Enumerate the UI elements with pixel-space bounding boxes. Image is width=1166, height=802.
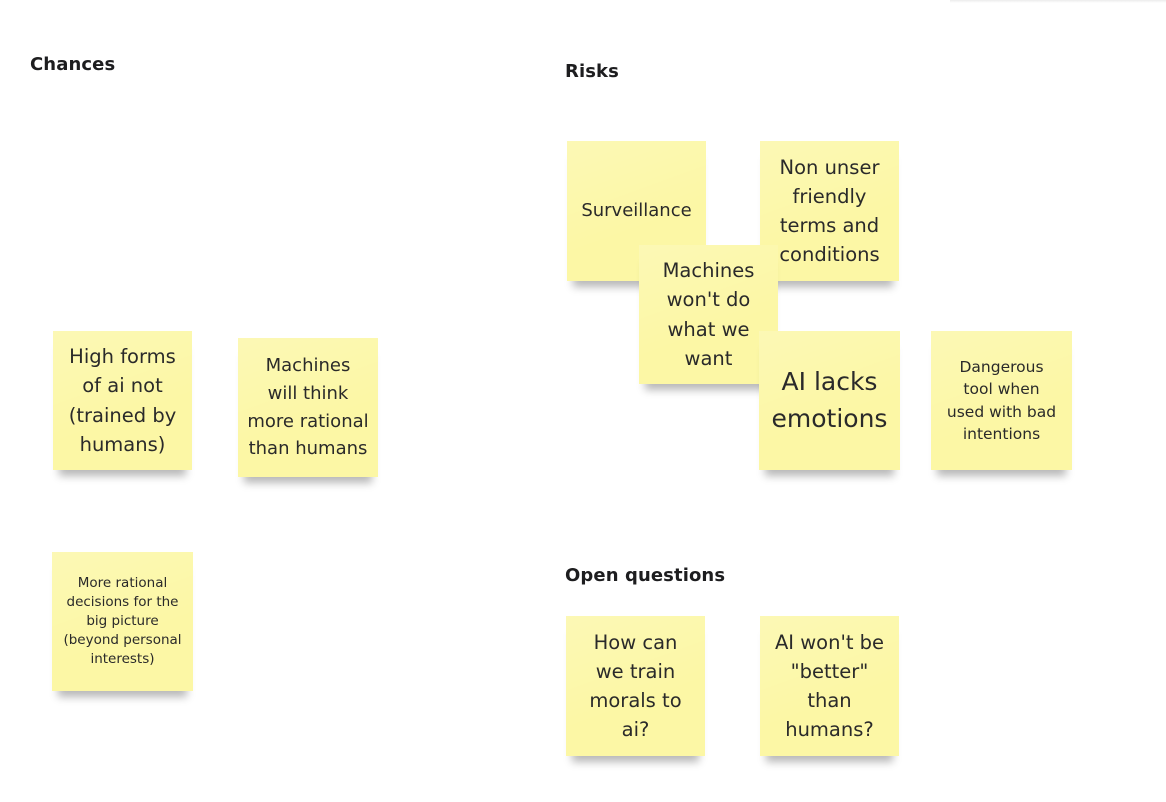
sticky-note-ai-lacks-emotions[interactable]: AI lacks emotions	[759, 331, 900, 470]
sticky-note-text: Dangerous tool when used with bad intent…	[946, 357, 1057, 443]
sticky-note-dangerous-tool[interactable]: Dangerous tool when used with bad intent…	[931, 331, 1072, 470]
canvas-top-edge	[950, 0, 1166, 3]
sticky-note-train-morals[interactable]: How can we train morals to ai?	[566, 616, 705, 756]
section-title-open-questions: Open questions	[565, 565, 726, 586]
sticky-note-text: Surveillance	[581, 200, 692, 222]
sticky-note-text: AI lacks emotions	[771, 367, 888, 433]
sticky-note-text: Machines will think more rational than h…	[247, 354, 369, 460]
sticky-note-ai-better-than-humans[interactable]: AI won't be "better" than humans?	[760, 616, 899, 756]
sticky-note-rational-decisions[interactable]: More rational decisions for the big pict…	[52, 552, 193, 691]
sticky-note-text: How can we train morals to ai?	[589, 630, 682, 742]
sticky-note-text: High forms of ai not (trained by humans)	[68, 345, 177, 456]
sticky-note-text: More rational decisions for the big pict…	[63, 575, 182, 667]
sticky-note-surveillance[interactable]: Surveillance	[567, 141, 706, 281]
sticky-note-machines-wont-do[interactable]: Machines won't do what we want	[639, 245, 778, 384]
sticky-note-text: Non unser friendly terms and conditions	[779, 155, 880, 267]
sticky-note-terms-and-conditions[interactable]: Non unser friendly terms and conditions	[760, 141, 899, 281]
sticky-note-machines-think-rational[interactable]: Machines will think more rational than h…	[238, 338, 378, 477]
section-title-risks: Risks	[565, 61, 619, 82]
sticky-note-text: Machines won't do what we want	[662, 259, 755, 370]
section-title-chances: Chances	[30, 54, 116, 75]
sticky-note-high-forms-of-ai[interactable]: High forms of ai not (trained by humans)	[53, 331, 192, 470]
sticky-note-text: AI won't be "better" than humans?	[774, 630, 885, 742]
